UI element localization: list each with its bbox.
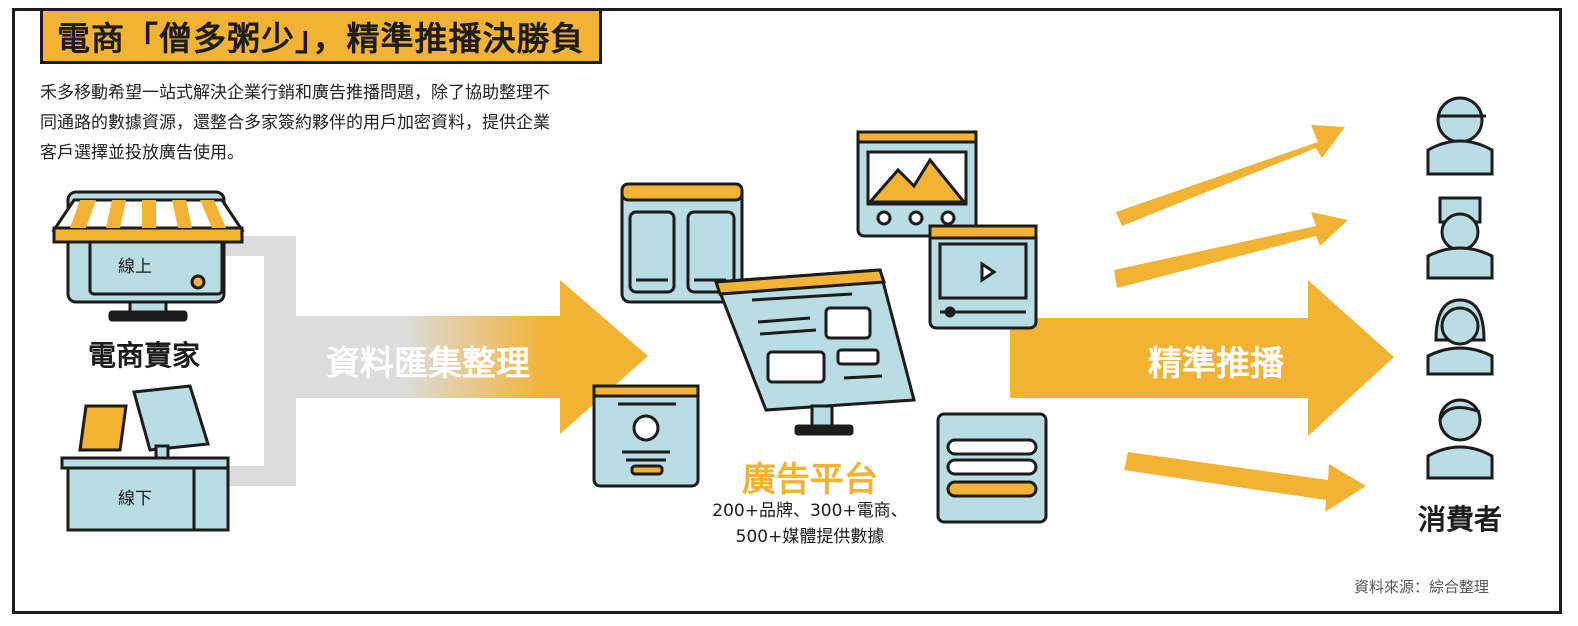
consumer-label: 消費者 [1418,503,1503,536]
platform-description: 200+品牌、300+電商、 500+媒體提供數據 [700,498,920,550]
consumer-1-icon [1426,96,1494,176]
connector-lines [222,236,296,486]
description-line: 禾多移動希望一站式解決企業行銷和廣告推播問題，除了協助整理不 [40,83,550,103]
title-banner: 電商「僧多粥少」，精準推播決勝負 [40,8,602,64]
description-line: 同通路的數據資源，還整合多家簽約夥伴的用戶加密資料，提供企業 [40,113,550,133]
online-label: 線上 [118,257,152,277]
platform-label: 廣告平台 [742,460,878,500]
consumer-2-icon [1426,196,1494,280]
source-note: 資料來源：綜合整理 [1354,578,1490,596]
offline-store-icon [60,384,230,532]
description-line: 客戶選擇並投放廣告使用。 [40,143,244,163]
device-cluster-icon [592,130,1048,524]
push-arrow-label: 精準推播 [1148,344,1284,384]
page-title: 電商「僧多粥少」，精準推播決勝負 [57,19,585,58]
collect-arrow [290,280,648,434]
platform-desc-line: 500+媒體提供數據 [735,527,885,547]
online-store-icon [51,190,245,322]
diagram-frame [12,8,1562,614]
diagonal-arrows [1114,125,1366,512]
description: 禾多移動希望一站式解決企業行銷和廣告推播問題，除了協助整理不 同通路的數據資源，… [40,78,640,168]
consumer-4-icon [1426,398,1494,480]
offline-label: 線下 [118,489,152,509]
platform-desc-line: 200+品牌、300+電商、 [712,501,908,521]
push-arrow [1010,280,1394,436]
consumer-3-icon [1426,298,1494,376]
seller-label: 電商賣家 [88,339,201,372]
collect-arrow-label: 資料匯集整理 [326,344,530,384]
